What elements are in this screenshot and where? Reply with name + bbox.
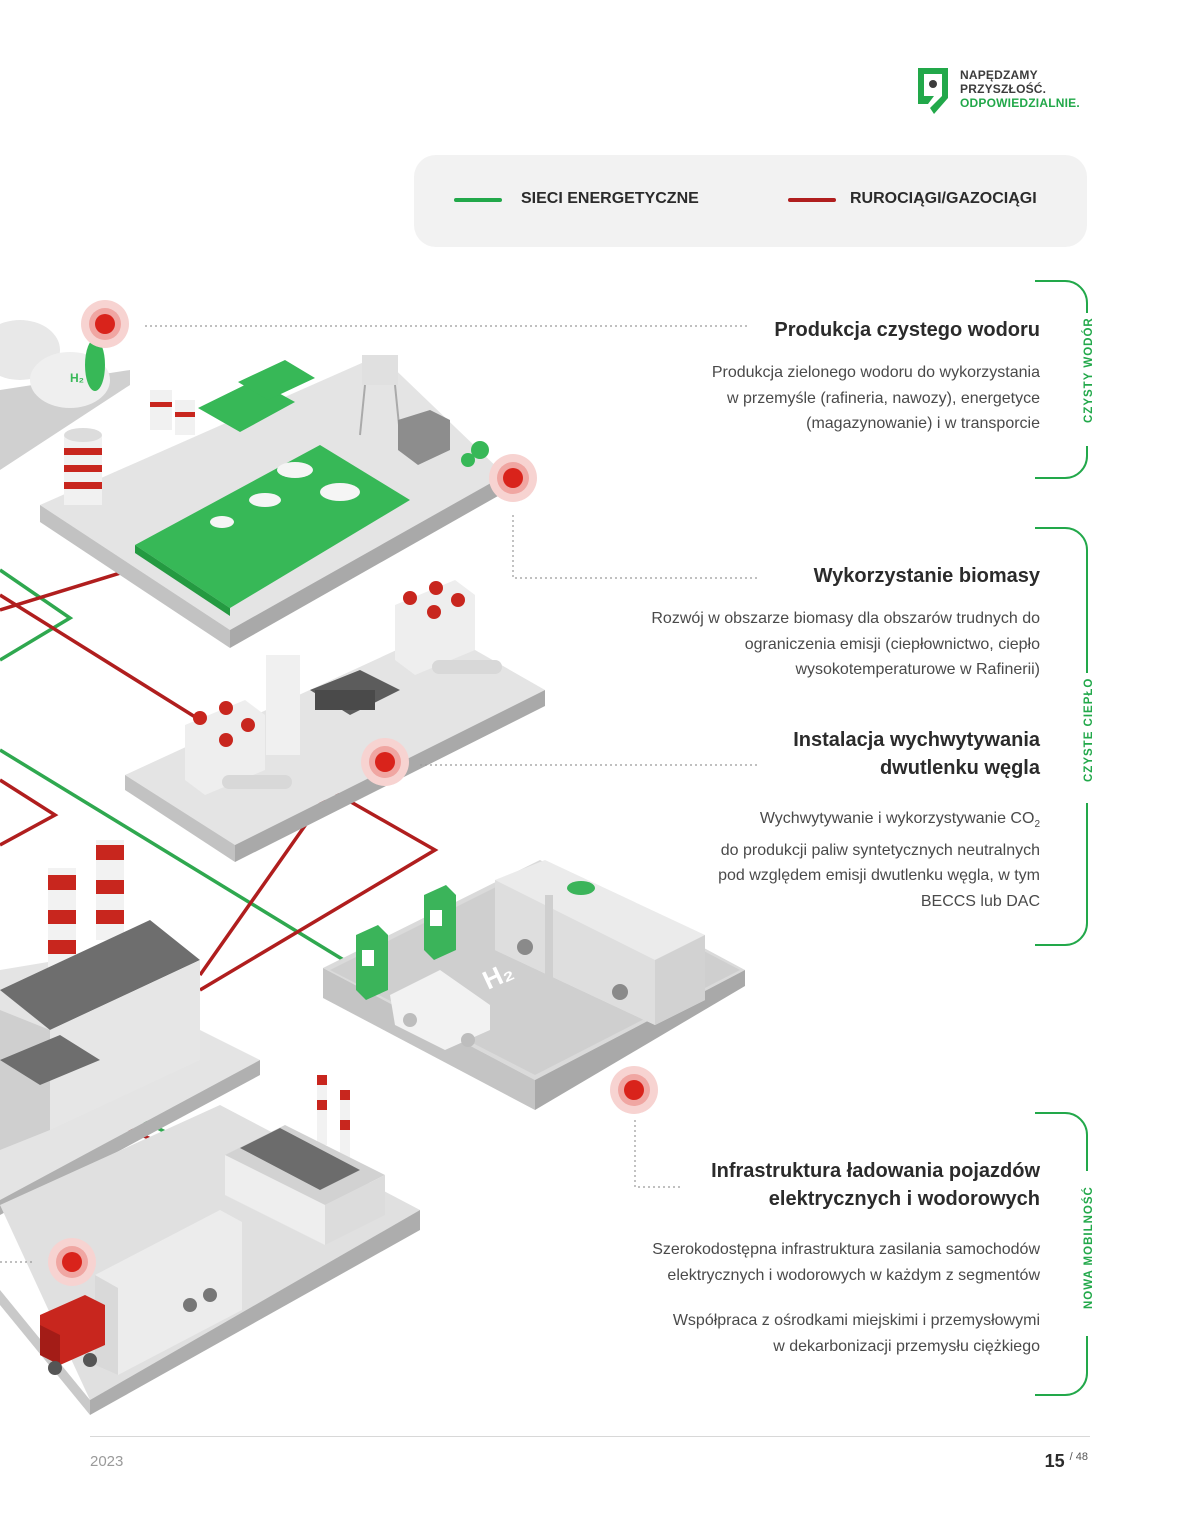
side-label-new-mobility: NOWA MOBILNOŚĆ [1083,1186,1095,1309]
side-label-clean-hydrogen: CZYSTY WODÓR [1083,317,1095,423]
solar-building [225,1075,385,1245]
page-total: / 48 [1069,1451,1088,1463]
carbon-capture-unit [266,655,400,755]
page-current: 15 [1044,1451,1065,1471]
electric-car [390,970,490,1050]
section-ccs: Instalacja wychwytywania dwutlenku węgla… [718,726,1040,914]
legend-label-pipelines: RUROCIĄGI/GAZOCIĄGI [850,190,1037,207]
truck-platform [0,1075,420,1415]
legend-green-line [454,198,502,202]
cargo-truck [40,1210,242,1375]
hydrogen-bus [495,860,705,1025]
marker-biomass [489,454,537,502]
section-ccs-title-1: Instalacja wychwytywania [793,729,1040,751]
section-ccs-body-sub: 2 [1034,819,1040,831]
isometric-illustration: H₂ [0,300,760,1415]
section-biomass-body-1: Rozwój w obszarze biomasy dla obszarów t… [651,610,1040,627]
section-mobility-title-2: elektrycznych i wodorowych [768,1188,1040,1210]
section-mobility-body-2: elektrycznych i wodorowych w każdym z se… [667,1266,1040,1284]
tree [461,441,489,467]
section-mobility: Infrastruktura ładowania pojazdów elektr… [652,1157,1040,1359]
logo-line-1: NAPĘDZAMY [960,68,1038,82]
tank-h2-label: H₂ [70,371,84,385]
marker-ccs [361,738,409,786]
section-mobility-title-1: Infrastruktura ładowania pojazdów [711,1160,1040,1182]
legend-label-energy: SIECI ENERGETYCZNE [521,190,699,207]
section-hydrogen: Produkcja czystego wodoru Produkcja ziel… [712,316,1040,437]
logo-line-2: PRZYSZŁOŚĆ. [960,82,1047,96]
section-ccs-body-2: pod względem emisji dwutlenku węgla, w t… [718,867,1040,885]
heat-ccs-platform [125,580,545,862]
section-mobility-body2-1: Współpraca z ośrodkami miejskimi i przem… [672,1312,1040,1329]
section-ccs-body-3: BECCS lub DAC [920,892,1040,910]
cows-pasture [210,462,360,528]
brand-mark-icon [918,68,948,114]
legend-red-line [788,198,836,202]
heat-exchanger-left [185,700,292,795]
section-hydrogen-body-3: (magazynowanie) i w transporcie [806,415,1040,432]
section-hydrogen-body-1: Produkcja zielonego wodoru do wykorzysta… [711,364,1040,381]
mobility-platform: H₂ [323,860,745,1110]
charging-station-h2 [424,885,456,960]
side-brackets [1035,280,1088,1396]
heat-exchanger-right [395,580,502,675]
hydrogen-tanks: H₂ [0,320,110,408]
red-markers [48,300,658,1286]
section-biomass-body-2: ograniczenia emisji (ciepłownictwo, ciep… [744,635,1040,653]
hydrogen-biomass-platform: H₂ [0,320,505,648]
silo-red-white [64,390,195,505]
footer-year: 2023 [90,1453,124,1470]
side-label-clean-heat: CZYSTE CIEPŁO [1083,677,1095,782]
section-biomass-body-3: wysokotemperaturowe w Rafinerii) [795,661,1040,678]
marker-hydrogen [81,300,129,348]
page-number: 15 / 48 [1045,1451,1088,1472]
legend-box: SIECI ENERGETYCZNE RUROCIĄGI/GAZOCIĄGI [414,155,1087,247]
section-biomass-title: Wykorzystanie biomasy [813,565,1040,587]
brand-logo: NAPĘDZAMY PRZYSZŁOŚĆ. ODPOWIEDZIALNIE. [912,64,1102,120]
charging-station-ev [356,925,388,1000]
section-biomass: Wykorzystanie biomasy Rozwój w obszarze … [651,562,1040,683]
section-ccs-title-2: dwutlenku węgla [879,757,1040,779]
water-tower [359,355,450,465]
section-mobility-body2-2: w dekarbonizacji przemysłu ciężkiego [773,1337,1040,1355]
section-mobility-body-1: Szerokodostępna infrastruktura zasilania… [652,1241,1040,1258]
section-ccs-body-pre: Wychwytywanie i wykorzystywanie CO [759,810,1035,827]
leader-lines [0,325,760,1263]
section-hydrogen-body-2: w przemyśle (rafineria, nawozy), energet… [726,389,1040,407]
logo-line-3: ODPOWIEDZIALNIE. [960,96,1080,110]
footer-divider [90,1436,1090,1437]
section-ccs-body-1: do produkcji paliw syntetycznych neutral… [720,841,1040,859]
section-hydrogen-title: Produkcja czystego wodoru [774,319,1040,341]
marker-truck [48,1238,96,1286]
marker-mobility [610,1066,658,1114]
